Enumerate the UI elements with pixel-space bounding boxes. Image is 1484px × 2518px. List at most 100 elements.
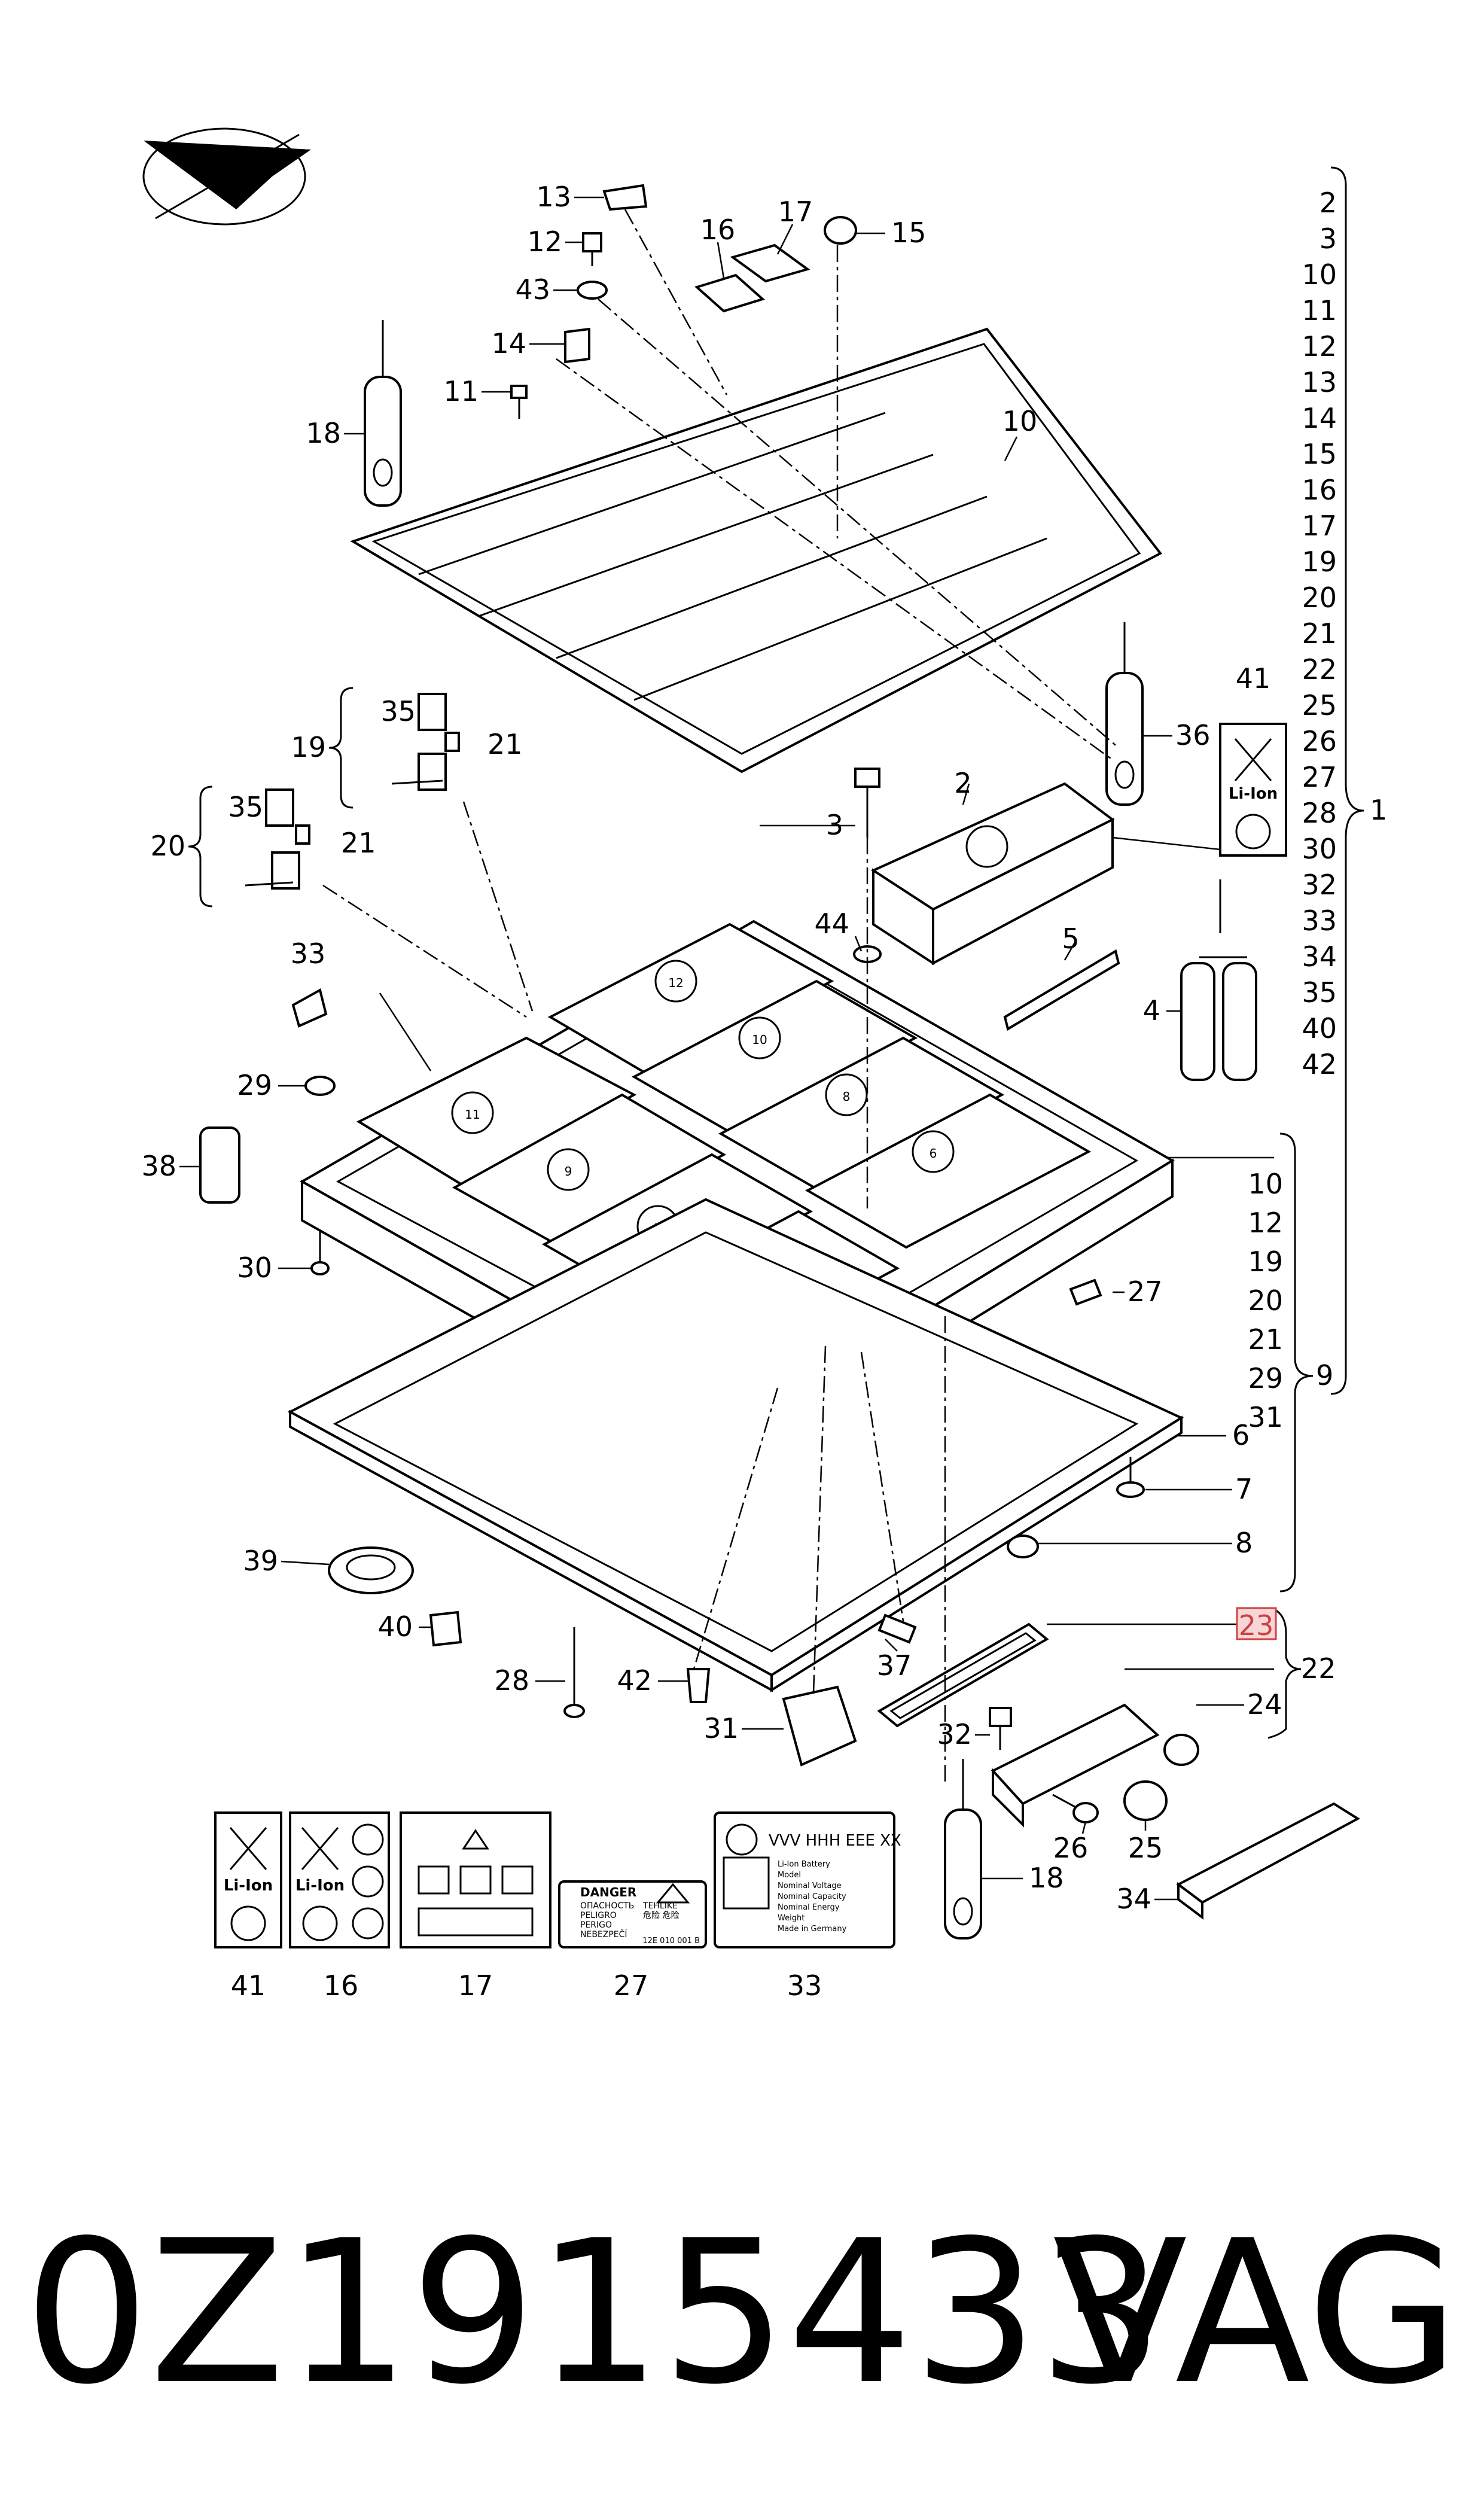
cartridge-4 xyxy=(1180,879,1257,1081)
screw-12 xyxy=(582,232,602,266)
orientation-symbol-icon xyxy=(142,127,311,226)
label-16-small xyxy=(694,273,765,313)
module-number: 12 xyxy=(668,976,683,990)
group1-item: 34 xyxy=(1302,940,1337,973)
group1-item: 32 xyxy=(1302,869,1337,901)
sealant-tube-18b xyxy=(944,1759,982,1940)
callout-24: 24 xyxy=(1247,1688,1282,1721)
group1-item: 21 xyxy=(1302,617,1337,650)
group1-item: 22 xyxy=(1302,653,1337,686)
brand: VAG xyxy=(1053,2198,1459,2428)
group1-item: 13 xyxy=(1302,366,1337,398)
rating-row: Nominal Energy xyxy=(778,1903,840,1912)
washer-43 xyxy=(577,281,608,300)
callout-36: 36 xyxy=(1175,719,1211,751)
group9-item: 31 xyxy=(1248,1401,1283,1433)
group1-item: 3 xyxy=(1320,223,1337,255)
callout-25: 25 xyxy=(1128,1832,1163,1864)
group1-item: 33 xyxy=(1302,905,1337,937)
group1-item: 10 xyxy=(1302,258,1337,291)
bolt-3 xyxy=(854,768,880,838)
module-number: 10 xyxy=(752,1033,767,1047)
group9-item: 29 xyxy=(1248,1362,1283,1395)
screw-26 xyxy=(1052,1794,1099,1823)
callout-22: 22 xyxy=(1301,1652,1336,1685)
module-10: 10 xyxy=(631,979,918,1135)
liion-text: Li-Ion xyxy=(224,1877,273,1895)
group1-item: 30 xyxy=(1302,833,1337,865)
battery-module-2 xyxy=(870,782,1115,966)
sealant-tube-36 xyxy=(1105,622,1144,806)
callout-37: 37 xyxy=(877,1649,912,1682)
group-9-list: 10 12 19 20 21 29 31 xyxy=(1248,1168,1283,1433)
danger-text: PELIGRO xyxy=(580,1911,617,1920)
callout-27: 27 xyxy=(1128,1275,1163,1308)
module-number: 9 xyxy=(565,1164,572,1179)
bolt-30 xyxy=(310,1220,330,1275)
valve-assembly-19 xyxy=(391,693,460,791)
callout-8: 8 xyxy=(1235,1527,1253,1559)
callout-38: 38 xyxy=(141,1150,176,1182)
washer-29 xyxy=(304,1076,336,1096)
group1-item: 17 xyxy=(1302,510,1337,542)
module-11: 11 xyxy=(356,1036,637,1189)
callout-42: 42 xyxy=(617,1664,652,1697)
callout-21: 21 xyxy=(487,728,523,760)
group1-item: 15 xyxy=(1302,438,1337,470)
label-27-small xyxy=(1069,1278,1102,1306)
callout-35: 35 xyxy=(380,695,416,727)
rating-row: Made in Germany xyxy=(778,1925,847,1934)
group1-item: 19 xyxy=(1302,546,1337,578)
connector-31 xyxy=(782,1685,857,1767)
callout-35b: 35 xyxy=(228,791,263,823)
callout-10: 10 xyxy=(1002,405,1038,437)
leader-lines xyxy=(179,196,1274,1901)
rating-row: Nominal Capacity xyxy=(778,1892,846,1901)
callout-11: 11 xyxy=(443,375,479,407)
callout-3: 3 xyxy=(826,809,843,841)
group9-item: 12 xyxy=(1248,1207,1283,1239)
screw-11 xyxy=(510,385,528,419)
callout-18: 18 xyxy=(306,417,341,449)
callout-41: 41 xyxy=(1236,662,1271,695)
group1-item: 42 xyxy=(1302,1048,1337,1080)
callout-6: 6 xyxy=(1232,1419,1250,1451)
label-caption-16: 16 xyxy=(324,1969,359,2002)
dash-dot-lines xyxy=(322,209,1119,1783)
liion-text: Li-Ion xyxy=(295,1877,345,1895)
danger-code: 12E 010 001 B xyxy=(642,1937,700,1945)
group9-item: 21 xyxy=(1248,1323,1283,1356)
danger-text: PERIGO xyxy=(580,1920,612,1930)
callout-31: 31 xyxy=(703,1712,739,1744)
sealant-tube-18 xyxy=(364,320,402,507)
group1-item: 11 xyxy=(1302,294,1337,327)
callout-2: 2 xyxy=(954,767,971,799)
label-27-large: DANGER ОПАСНОСТЬ PELIGRO PERIGO NEBEZPEČ… xyxy=(558,1880,707,1948)
rating-header: VVV HHH EEE XX xyxy=(769,1832,901,1850)
group9-item: 20 xyxy=(1248,1284,1283,1317)
group1-item: 16 xyxy=(1302,474,1337,506)
bolt-28 xyxy=(563,1627,585,1718)
callout-13: 13 xyxy=(536,181,571,213)
danger-text: TEHLIKE xyxy=(642,1901,678,1911)
danger-text: ОПАСНОСТЬ xyxy=(580,1901,634,1911)
rating-row: Li-Ion Battery xyxy=(778,1860,830,1869)
strip-5 xyxy=(1003,949,1120,1031)
callout-7: 7 xyxy=(1235,1473,1253,1505)
callout-18b: 18 xyxy=(1029,1862,1064,1894)
fastener-13 xyxy=(602,184,648,211)
nut-15 xyxy=(824,216,857,245)
group1-item: 12 xyxy=(1302,330,1337,363)
group1-item: 27 xyxy=(1302,761,1337,793)
rating-row: Weight xyxy=(778,1914,805,1923)
label-caption-33: 33 xyxy=(787,1969,822,2002)
module-8: 8 xyxy=(718,1036,1005,1192)
module-number: 6 xyxy=(930,1146,937,1161)
callout-19: 19 xyxy=(291,731,326,763)
label-caption-41: 41 xyxy=(231,1969,266,2002)
group1-item: 14 xyxy=(1302,402,1337,434)
callout-9: 9 xyxy=(1316,1359,1333,1392)
callout-43: 43 xyxy=(515,273,550,306)
group1-item: 20 xyxy=(1302,581,1337,614)
callout-16: 16 xyxy=(700,214,736,246)
